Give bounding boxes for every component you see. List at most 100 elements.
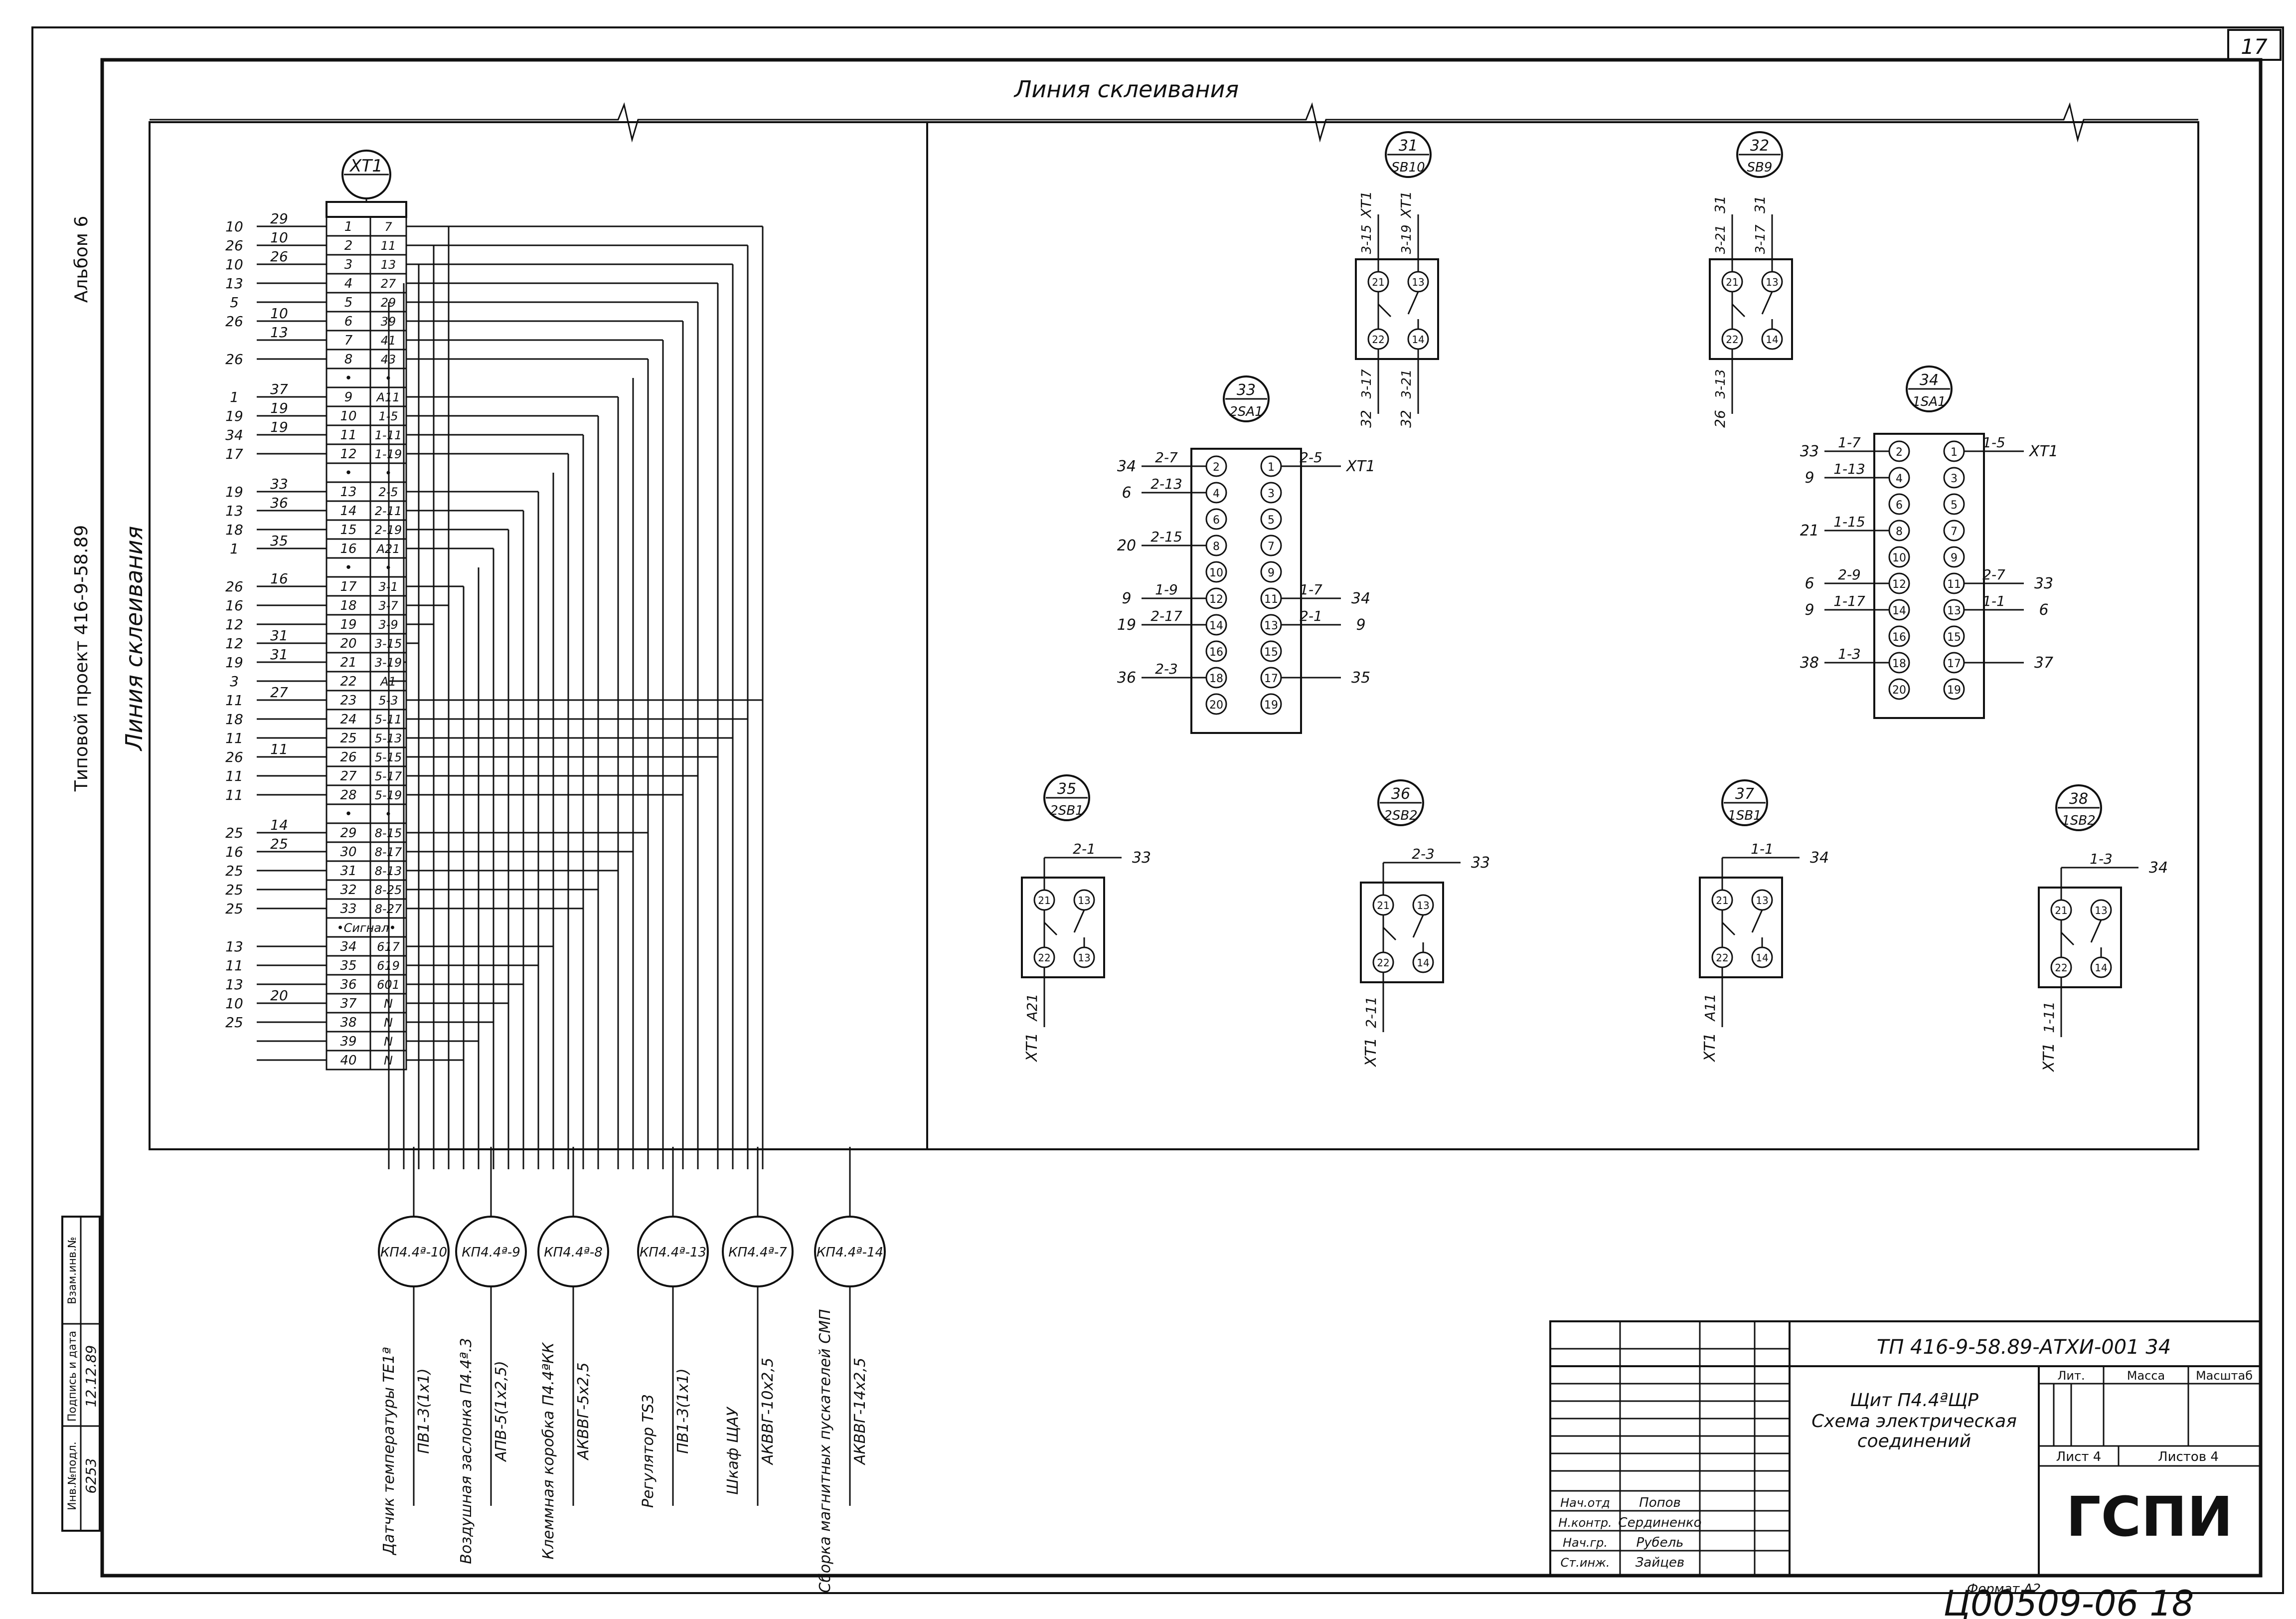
- terminal-ext-label: 16: [270, 570, 288, 587]
- button-wire-far: XT1: [1701, 1033, 1719, 1063]
- terminal-wire: А11: [376, 390, 400, 404]
- terminal-number: 38: [340, 1015, 356, 1030]
- button-contact-num: 22: [1377, 957, 1389, 969]
- terminal-number: 5: [344, 295, 353, 310]
- cable-spec: АКВВГ-10х2,5: [759, 1358, 777, 1465]
- button-contact-symbol: [1721, 909, 1763, 947]
- stamp-vzam-label: Взам.инв.№: [66, 1237, 79, 1304]
- switch-contact-num: 11: [1947, 578, 1961, 591]
- cable-tag: КП4.4ª-7: [728, 1245, 787, 1260]
- switch-contact-num: 8: [1213, 540, 1220, 553]
- switch-contact-num: 17: [1947, 658, 1961, 670]
- terminal-ext-label: 10: [270, 229, 288, 246]
- button-wire-label: 3-21: [1713, 224, 1728, 254]
- terminal-far-label: 11: [225, 768, 243, 784]
- terminal-number: 39: [340, 1034, 356, 1049]
- terminal-number: 23: [340, 693, 356, 708]
- switch-contact: [1943, 467, 1965, 489]
- button-contact-num: 13: [1766, 276, 1778, 288]
- cable-destination: Шкаф ЩАУ: [724, 1407, 742, 1495]
- terminal-number: 36: [340, 977, 356, 992]
- terminal-far-label: 11: [225, 957, 243, 974]
- switch-contact-num: 3: [1951, 473, 1958, 485]
- terminal-far-label: 11: [225, 787, 243, 803]
- switch-contact: [1888, 493, 1910, 515]
- button-tag: 2SB1: [1050, 803, 1083, 818]
- glue-line-top: Линия склеивания: [1013, 76, 1239, 103]
- terminal-ext-label: 10: [270, 305, 288, 322]
- title-code: ТП 416-9-58.89-АТХИ-001 34: [1877, 1336, 2171, 1359]
- title-role: Нач.гр.: [1563, 1536, 1608, 1550]
- switch-body: [1873, 433, 1985, 719]
- terminal-ext-label: 26: [270, 248, 288, 265]
- title-sub-2: соединений: [1857, 1431, 1971, 1451]
- stamp-inv-value: 6253: [83, 1458, 99, 1493]
- button-tag-circle: [1721, 779, 1768, 826]
- terminal-far-label: 13: [225, 503, 243, 519]
- switch-contact: [1260, 561, 1282, 583]
- switch-wire-far: 9: [1356, 616, 1365, 634]
- terminal-far-label: 19: [225, 408, 243, 424]
- button-body: [1709, 258, 1793, 360]
- title-person: Рубель: [1636, 1535, 1683, 1550]
- page-number: 17: [2241, 34, 2268, 59]
- terminal-ext-label: 27: [270, 684, 288, 701]
- switch-contact: [1205, 508, 1227, 530]
- cable-destination: Клеммная коробка П4.4ªКК: [540, 1342, 557, 1560]
- terminal-number: 34: [340, 939, 356, 954]
- switch-contact-num: 1: [1268, 461, 1275, 474]
- xt1-tag: XT1: [349, 156, 383, 176]
- button-tag: 2SB2: [1384, 808, 1417, 823]
- switch-contact-num: 7: [1951, 526, 1958, 538]
- terminal-number: 15: [340, 523, 356, 538]
- switch-wire-label: 2-1: [1300, 608, 1322, 624]
- terminal-number: 20: [340, 636, 356, 651]
- glue-region-right: [926, 121, 2199, 1150]
- button-number: 36: [1391, 785, 1410, 803]
- button-wire-label: 2-1: [1073, 841, 1096, 857]
- cable-destination: Датчик температуры ТЕ1ª: [380, 1347, 398, 1556]
- terminal-number: 22: [340, 674, 356, 689]
- switch-wire-label: 1-17: [1833, 593, 1865, 609]
- switch-contact-num: 9: [1951, 552, 1958, 564]
- terminal-ext-label: 29: [270, 210, 288, 227]
- switch-contact-num: 19: [1264, 699, 1278, 712]
- button-number: 31: [1399, 137, 1418, 155]
- terminal-number: 2: [344, 238, 353, 253]
- switch-contact-num: 2: [1213, 461, 1220, 474]
- terminal-number: •: [344, 466, 352, 481]
- switch-contact-num: 1: [1951, 446, 1958, 459]
- button-tag: SB9: [1747, 160, 1773, 175]
- terminal-number: 24: [340, 712, 356, 727]
- button-contact-num: 14: [2095, 962, 2107, 974]
- title-role: Н.контр.: [1558, 1516, 1612, 1530]
- switch-contact-num: 17: [1264, 673, 1278, 685]
- terminal-number: 26: [340, 750, 356, 765]
- switch-contact-num: 12: [1209, 593, 1223, 606]
- switch-contact: [1260, 535, 1282, 556]
- terminal-ext-label: 31: [270, 627, 288, 644]
- terminal-far-label: 26: [225, 578, 243, 595]
- button-body: [2038, 887, 2122, 988]
- button-wire-label: 1-3: [2090, 851, 2113, 867]
- switch-wire-far: 33: [2034, 575, 2053, 592]
- terminal-far-label: 34: [225, 427, 243, 443]
- button-number: 35: [1057, 780, 1076, 798]
- button-wire-far: 33: [1132, 849, 1151, 867]
- terminal-number: 18: [340, 598, 356, 613]
- button-contact-symbol: [2060, 919, 2102, 957]
- button-body: [1699, 877, 1783, 978]
- button-wire-label: 1-1: [1751, 841, 1774, 857]
- switch-contact-num: 6: [1213, 514, 1220, 527]
- switch-contact-num: 15: [1264, 646, 1278, 659]
- button-wire-far: XT1: [2040, 1043, 2058, 1073]
- switch-contact-num: 14: [1892, 605, 1906, 617]
- terminal-number: 13: [340, 485, 356, 500]
